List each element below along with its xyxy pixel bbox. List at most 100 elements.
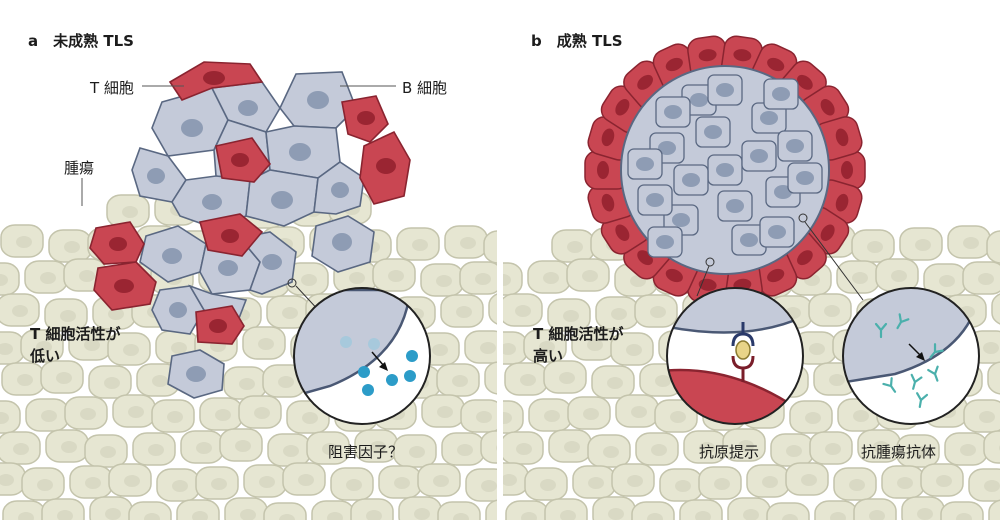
t-cell-nucleus — [601, 128, 615, 147]
tumor-cell-nucleus — [40, 272, 56, 284]
tumor-cell-nucleus — [825, 443, 841, 455]
antibody — [910, 373, 923, 390]
b-cell-nucleus — [772, 87, 790, 101]
t-cell-nucleus — [376, 158, 396, 174]
tumor-cell — [766, 502, 810, 520]
tumor-cell — [483, 230, 497, 264]
tumor-cell-nucleus — [608, 508, 624, 520]
tumor-cell — [128, 501, 172, 520]
tumor-cell-nucleus — [298, 474, 314, 486]
b-cell-nucleus — [740, 233, 758, 247]
tumor-cell-nucleus — [476, 411, 492, 423]
t-cell-nucleus — [733, 49, 752, 62]
tumor-cell-nucleus — [897, 477, 913, 489]
tumor-cell-nucleus — [394, 477, 410, 489]
tumor-cell-nucleus — [279, 514, 295, 520]
t-cell-nucleus — [109, 237, 127, 251]
antibody — [896, 313, 910, 330]
inset-caption-antigen-presentation: 抗原提示 — [699, 443, 760, 461]
tumor-cell-nucleus — [100, 446, 116, 458]
tumor-cell-nucleus — [412, 239, 428, 251]
tumor-cell-nucleus — [559, 372, 575, 384]
tumor-cell-nucleus — [650, 306, 666, 318]
t-cell-nucleus — [231, 153, 249, 167]
tumor-cell-nucleus — [960, 444, 976, 456]
tumor-tissue-background-b — [503, 0, 1000, 520]
tumor-cell-nucleus — [41, 410, 57, 422]
b-cell-nucleus — [636, 157, 654, 171]
tumor-cell — [544, 498, 588, 520]
t-cell-nucleus — [597, 161, 609, 179]
tumor-cell-nucleus — [80, 408, 96, 420]
tumor-cell-nucleus — [366, 510, 382, 520]
tumor-cell-nucleus — [849, 479, 865, 491]
tumor-cell-nucleus — [582, 270, 598, 282]
tumor-cell-nucleus — [56, 372, 72, 384]
tumor-cell — [503, 400, 524, 434]
tumor-cell — [988, 499, 1000, 520]
activity-high-line2: 高い — [533, 347, 564, 365]
immature-tls-cluster — [89, 61, 411, 399]
label-b-cell: B 細胞 — [402, 79, 448, 97]
tumor-cell — [0, 262, 20, 296]
b-cell-nucleus — [726, 199, 744, 213]
b-cell-nucleus — [704, 125, 722, 139]
b-cell-core — [627, 74, 823, 258]
tumor-cell-nucleus — [152, 375, 168, 387]
tumor-cell-nucleus — [124, 475, 140, 487]
tumor-cell-nucleus — [409, 446, 425, 458]
tumor-cell-nucleus — [603, 446, 619, 458]
tumor-cell — [176, 499, 220, 520]
inhibitor-dot — [406, 350, 418, 362]
t-cell-nucleus — [820, 99, 835, 116]
tumor-cell-nucleus — [824, 305, 840, 317]
tumor-cell-nucleus — [196, 442, 212, 454]
tumor-cell-nucleus — [520, 374, 536, 386]
tumor-cell-nucleus — [240, 509, 256, 520]
tumor-cell-nucleus — [84, 339, 100, 351]
t-cell-nucleus — [221, 229, 239, 243]
antibody-group — [874, 313, 944, 408]
tumor-cell-nucleus — [782, 514, 798, 520]
tumor-cell-nucleus — [563, 310, 579, 322]
tumor-cell-nucleus — [475, 273, 491, 285]
tumor-cell-nucleus — [322, 443, 338, 455]
mhc-molecule — [731, 332, 755, 347]
tumor-cell-nucleus — [611, 308, 627, 320]
b-cell-nucleus — [774, 185, 792, 199]
tumor-cell-nucleus — [239, 378, 255, 390]
tumor-cell-nucleus — [18, 512, 34, 520]
b-cell-nucleus — [690, 93, 708, 107]
inhibitor-dot-inside — [368, 338, 380, 350]
label-tumor: 腫瘍 — [64, 159, 95, 177]
inset-caption-antitumor-antibody: 抗腫瘍抗体 — [861, 443, 937, 461]
b-cell-nucleus — [289, 143, 311, 161]
tumor-cell-nucleus — [587, 339, 603, 351]
tumor-cell-nucleus — [979, 411, 995, 423]
t-cell-nucleus — [767, 268, 785, 283]
tumor-cell-nucleus — [515, 305, 531, 317]
tumor-cell-nucleus — [786, 445, 802, 457]
leader-line-inset-b-left — [696, 265, 710, 297]
t-cell-nucleus — [665, 268, 683, 283]
tumor-cell-nucleus — [302, 412, 318, 424]
tumor-cell-nucleus — [588, 477, 604, 489]
activity-low-line2: 低い — [30, 347, 61, 365]
tumor-cell-nucleus — [978, 273, 994, 285]
panel-b: b 成熟 TLS T 細胞活性が 高い 抗原提示 抗腫瘍抗体 — [503, 0, 1000, 520]
t-cell-nucleus — [601, 193, 615, 212]
t-cell-nucleus — [835, 128, 849, 147]
tumor-cell-nucleus — [521, 512, 537, 520]
panel-a-title: a 未成熟 TLS — [28, 32, 134, 50]
tumor-cell-nucleus — [805, 412, 821, 424]
b-cell-nucleus — [147, 168, 165, 184]
tumor-cell-nucleus — [539, 341, 555, 353]
tumor-cell-nucleus — [915, 239, 931, 251]
tumor-cell-nucleus — [61, 441, 77, 453]
t-cell-nucleus — [209, 319, 227, 333]
tumor-cell-nucleus — [104, 377, 120, 389]
tumor-cell-nucleus — [122, 206, 138, 218]
tumor-cell-nucleus — [891, 270, 907, 282]
secretion-arrow-head — [916, 352, 925, 361]
tumor-cell-nucleus — [956, 513, 972, 520]
